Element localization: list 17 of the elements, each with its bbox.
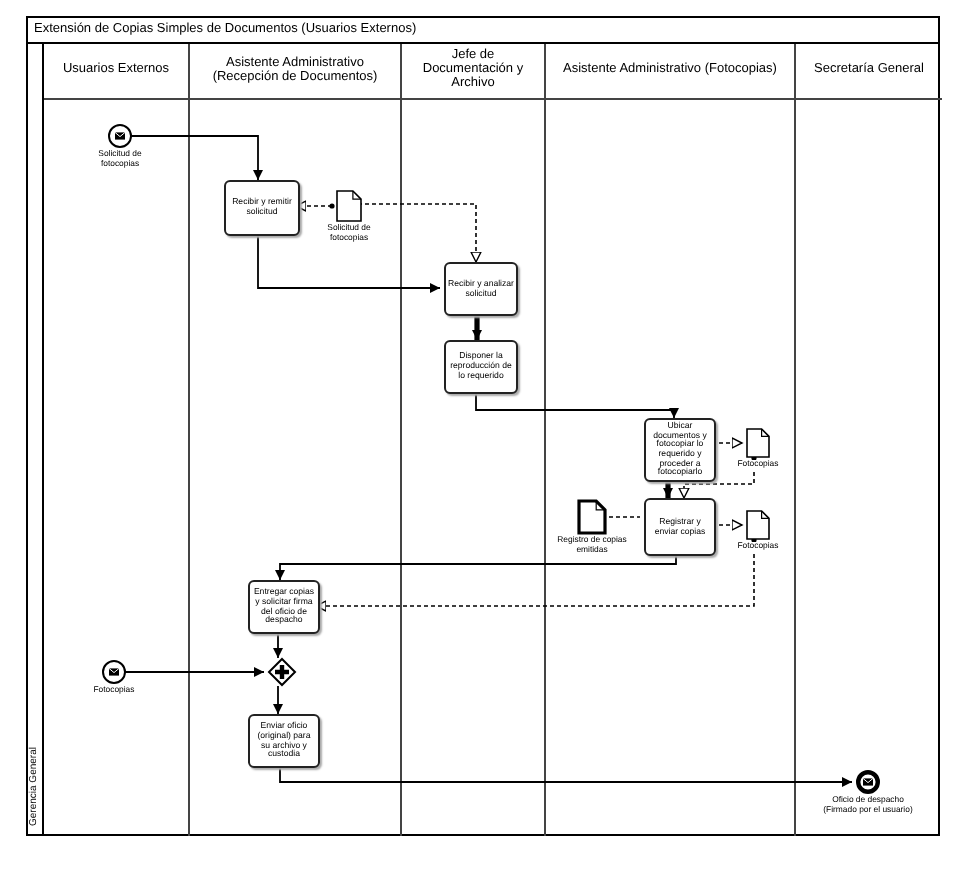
association-line [678,455,757,499]
sequence-flow-arrow [257,235,441,293]
sequence-flow-arrow [472,316,482,340]
sequence-flow-arrow [663,482,673,498]
swimlane [794,44,942,836]
association-line [295,200,335,212]
sequence-flow-arrow [275,555,677,581]
swimlane [544,44,794,836]
association-line [315,537,757,612]
sequence-flow-arrow [279,767,853,787]
swimlane [42,44,188,836]
swimlane [188,44,400,836]
sequence-flow-arrow [273,633,283,659]
sequence-flow-arrow [475,393,679,419]
swimlane [400,44,544,836]
pool-frame [26,44,940,836]
sequence-flow-arrow [273,685,283,715]
